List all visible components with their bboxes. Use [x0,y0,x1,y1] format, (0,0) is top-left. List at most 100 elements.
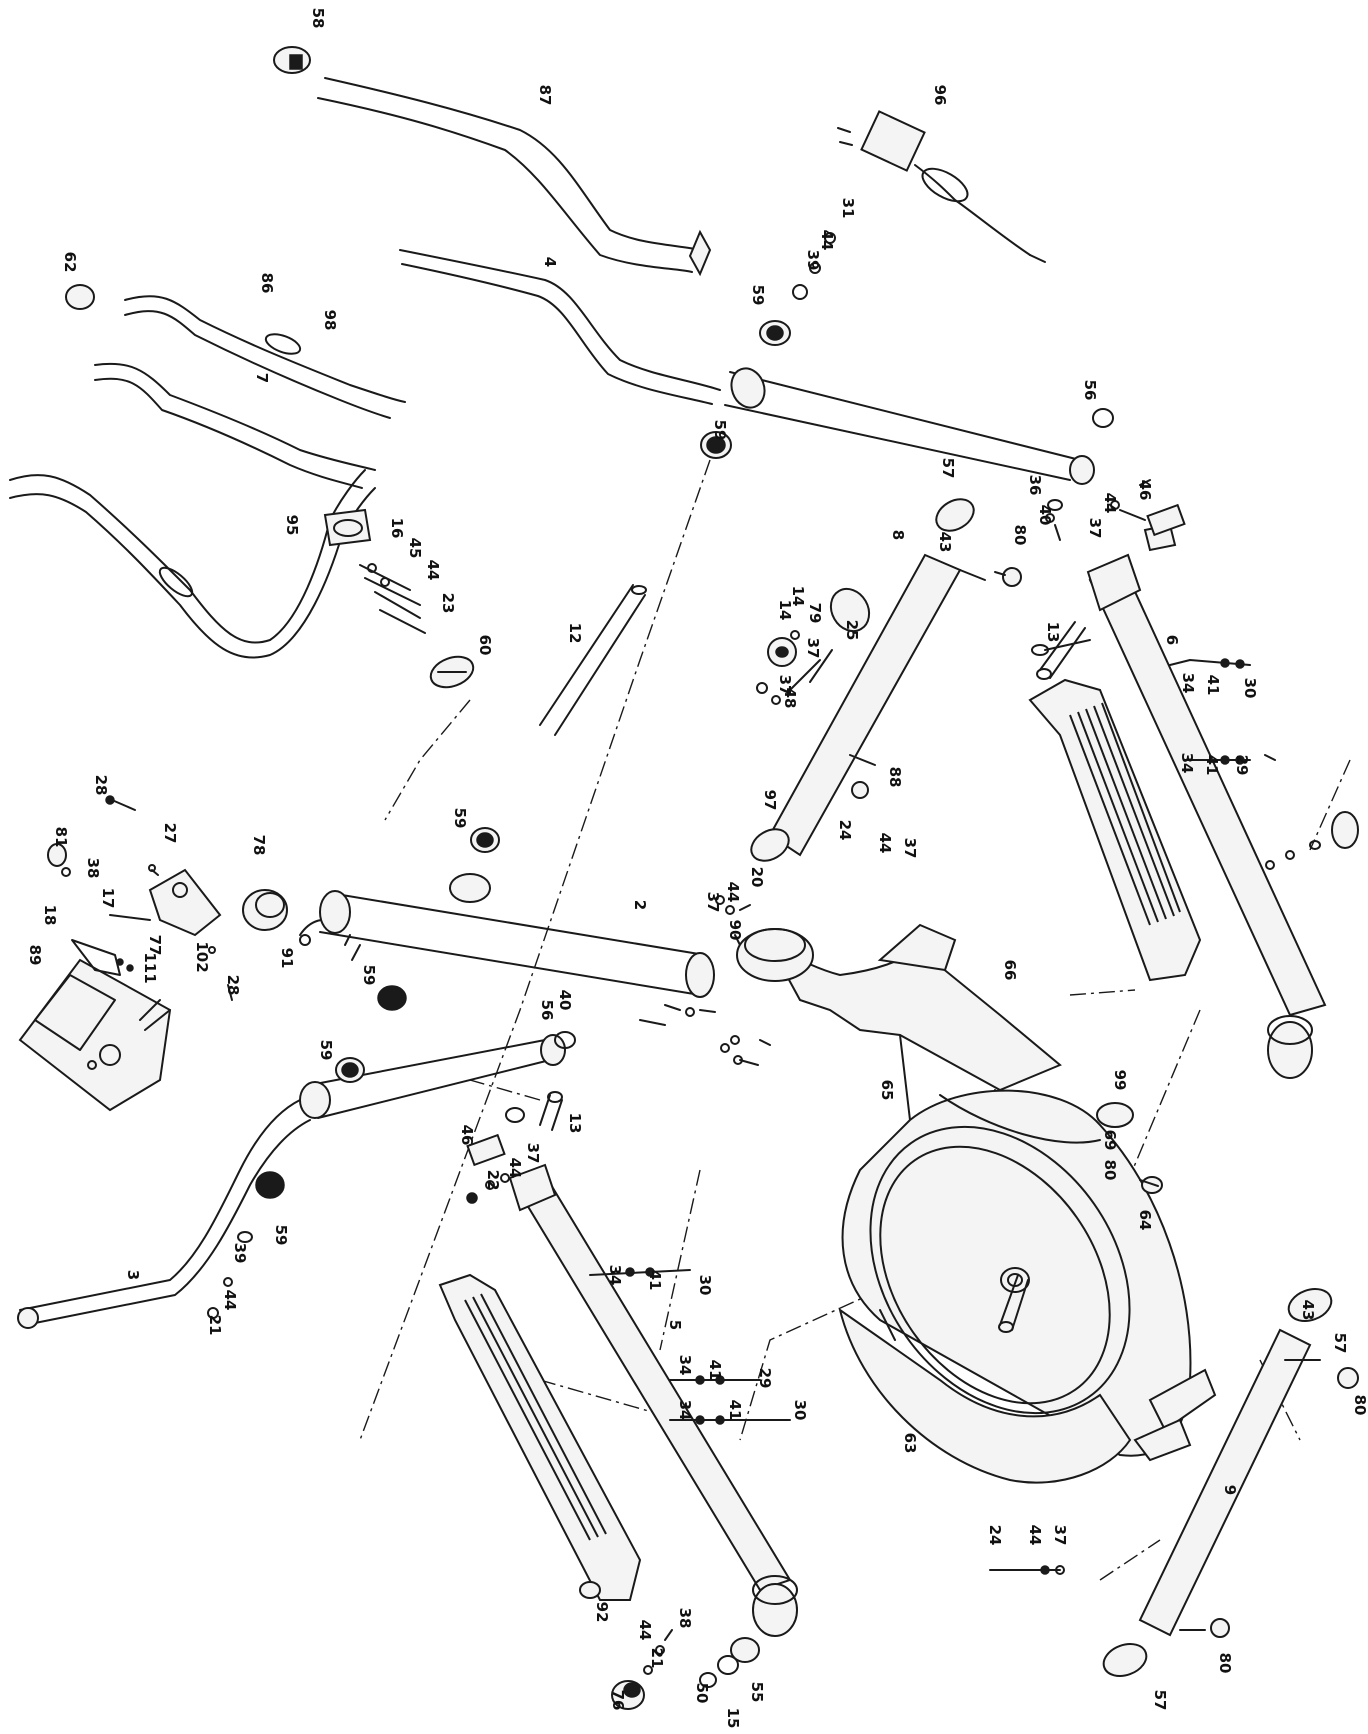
part-callout-79: 79 [806,603,824,624]
part-callout-15: 15 [724,1708,742,1729]
part-callout-28b: 28 [224,975,242,996]
part-callout-92: 92 [593,1602,611,1623]
part-callout-45: 45 [406,538,424,559]
part-callout-80b: 80 [1101,1160,1119,1181]
part-callout-46b: 46 [458,1125,476,1146]
part-callout-39a: 39 [804,250,822,271]
part-callout-59c: 59 [360,965,378,986]
part-callout-77: 77 [146,935,164,956]
part-callout-76: 76 [609,1690,627,1711]
part-callout-21b: 21 [648,1648,666,1669]
crank-hub [998,1267,1030,1333]
bushings-left [207,1031,576,1319]
bushings-right [700,232,1114,459]
end-cap-62 [65,284,95,310]
wheel-assembly-79 [756,587,871,705]
part-callout-44f: 44 [221,1290,239,1311]
part-callout-30c: 30 [791,1400,809,1421]
upper-arm-4 [399,249,1095,485]
part-callout-57c: 57 [1151,1690,1169,1711]
part-callout-24b: 24 [986,1525,1004,1546]
part-callout-41b: 41 [1203,755,1221,776]
part-callout-43b: 43 [1299,1300,1317,1321]
part-callout-34a: 34 [1179,673,1197,694]
part-callout-13b: 13 [566,1113,584,1134]
part-callout-9: 9 [1221,1485,1239,1495]
end-cap-57b [1287,1288,1333,1322]
part-callout-41c: 41 [646,1270,664,1291]
shaft-13a [1036,621,1086,680]
bushing-59-column [377,827,500,1011]
part-callout-37e: 37 [901,838,919,859]
part-callout-111: 111 [141,952,159,983]
part-callout-44h: 44 [1026,1525,1044,1546]
upper-handlebar-7 [94,362,376,489]
foot-bar-8 [750,498,1022,862]
knob-81 [47,843,67,867]
part-callout-69: 69 [1101,1130,1119,1151]
part-callout-37g: 37 [1051,1525,1069,1546]
part-callout-80c: 80 [1351,1395,1368,1416]
part-callout-41d: 41 [706,1360,724,1381]
part-callout-18: 18 [41,905,59,926]
console-mount-77 [71,868,222,976]
part-callout-37c: 37 [776,675,794,696]
flywheel-housing-63 [838,1307,1132,1484]
part-callout-44b: 44 [424,560,442,581]
axle-12 [539,584,647,736]
part-callout-39b: 39 [231,1243,249,1264]
part-callout-46a: 46 [1136,480,1154,501]
upper-handlebar-87 [273,46,712,277]
part-callout-22: 22 [484,1170,502,1191]
part-callout-44a: 44 [818,230,836,251]
frame-cap-69 [1096,1102,1134,1128]
part-callout-29a: 29 [1233,755,1251,776]
part-callout-16: 16 [388,518,406,539]
part-callout-3: 3 [124,1270,142,1280]
part-callout-37f: 37 [524,1143,542,1164]
part-callout-65: 65 [878,1080,896,1101]
part-callout-44e: 44 [876,833,894,854]
part-callout-44g: 44 [506,1158,524,1179]
part-callout-89: 89 [26,945,44,966]
top-right-hardware [1045,479,1186,541]
part-callout-12: 12 [566,623,584,644]
part-callout-5: 5 [666,1320,684,1330]
part-callout-13a: 13 [1044,622,1062,643]
part-callout-57b: 57 [1331,1333,1349,1354]
part-callout-30b: 30 [696,1275,714,1296]
part-callout-8: 8 [889,530,907,540]
bottom-left-hardware [611,1629,760,1710]
part-callout-37b: 37 [804,638,822,659]
end-cap-57a [935,498,975,532]
part-callout-27: 27 [161,823,179,844]
part-callout-48: 48 [781,688,799,709]
part-callout-56b: 56 [538,1000,556,1021]
part-callout-14a: 14 [776,600,794,621]
part-callout-80d: 80 [1216,1653,1234,1674]
part-callout-50: 50 [693,1683,711,1704]
handlebar-left-assembly [9,469,376,659]
pedal-99 [1028,678,1202,982]
part-callout-44c: 44 [1101,493,1119,514]
part-callout-7: 7 [253,373,271,383]
part-callout-20: 20 [748,867,766,888]
part-callout-44i: 44 [636,1620,654,1641]
upright-post-2 [319,873,715,998]
part-callout-37d: 37 [704,892,722,913]
part-callout-57a: 57 [939,458,957,479]
part-callout-41e: 41 [726,1400,744,1421]
part-callout-55: 55 [748,1682,766,1703]
part-callout-31: 31 [839,198,857,219]
part-callout-2: 2 [631,900,649,910]
part-callout-38b: 38 [676,1608,694,1629]
end-cap-46a [1146,503,1186,537]
part-callout-25: 25 [843,620,861,641]
end-cap-46b [466,1133,506,1167]
pedal-grip-left [464,1293,607,1541]
part-callout-102: 102 [193,941,211,972]
part-callout-34d: 34 [676,1355,694,1376]
end-cap-57c [1102,1643,1148,1677]
part-callout-97: 97 [761,790,779,811]
